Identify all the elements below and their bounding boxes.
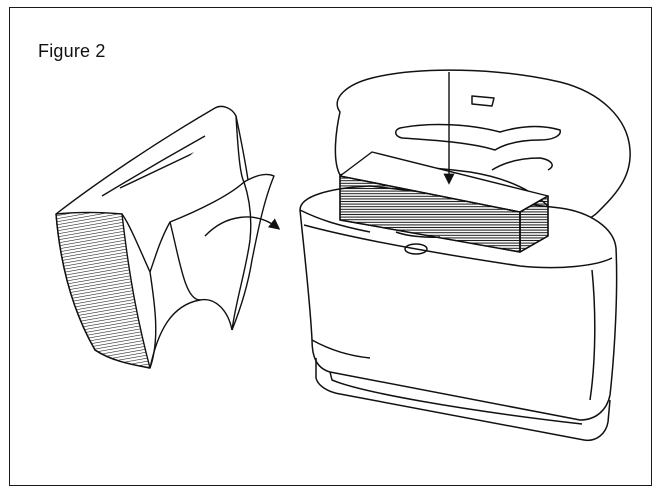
figure-title: Figure 2 xyxy=(38,41,106,61)
folded-paper-towels xyxy=(56,106,274,368)
curved-arrow-icon xyxy=(205,217,281,236)
towel-dispenser xyxy=(300,70,630,440)
